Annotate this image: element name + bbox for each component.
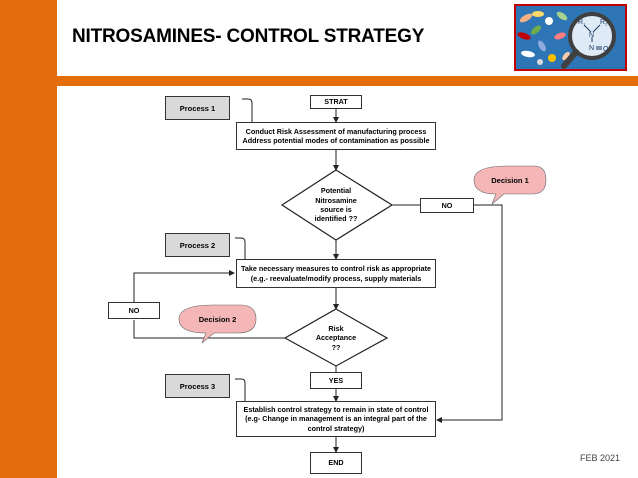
decision1-label: Potential Nitrosamine source is identifi…: [300, 180, 372, 230]
step3-line2: (e.g- Change in management is an integra…: [245, 414, 427, 424]
step1-line1: Conduct Risk Assessment of manufacturing…: [245, 126, 427, 136]
start-node: STRAT: [310, 95, 362, 109]
line-decision2-to-no: [133, 320, 285, 339]
step3-line1: Establish control strategy to remain in …: [243, 404, 429, 414]
decision1-line4: identified ??: [314, 214, 358, 224]
svg-text:N: N: [589, 45, 594, 52]
callout-decision1: Decision 1: [491, 175, 529, 185]
decision2-line3: ??: [331, 342, 341, 352]
step1-risk-assessment: Conduct Risk Assessment of manufacturing…: [236, 122, 436, 150]
step2-line2: (e.g.- reevaluate/modify process, supply…: [250, 273, 422, 283]
decision1-line1: Potential: [320, 186, 352, 196]
step1-line2: Address potential modes of contamination…: [242, 136, 430, 145]
step3-control-strategy: Establish control strategy to remain in …: [236, 401, 436, 437]
yes-label: YES: [310, 372, 362, 389]
step2-control-measures: Take necessary measures to control risk …: [236, 259, 436, 288]
footer-date: FEB 2021: [580, 453, 621, 463]
slide-title: NITROSAMINES- CONTROL STRATEGY: [72, 26, 425, 47]
callout-decision2-shape: [178, 304, 257, 344]
title-underline-bar: [57, 76, 638, 86]
pills-magnifier-icon: R1 R2 N N O: [516, 6, 625, 69]
process3-label: Process 3: [165, 374, 230, 398]
process1-label: Process 1: [165, 96, 230, 120]
callout-decision1-shape: [473, 165, 547, 205]
decision2-line1: Risk: [328, 323, 344, 333]
decision1-diamond: [280, 169, 394, 241]
arrow-no1-to-step3: [436, 204, 503, 423]
svg-text:O: O: [603, 46, 609, 53]
process2-label: Process 2: [165, 233, 230, 257]
left-accent-bar: [0, 0, 57, 478]
arrow-no2-to-step2: [133, 270, 235, 302]
callout-decision2: Decision 2: [198, 314, 237, 324]
svg-text:R2: R2: [600, 19, 608, 27]
no-label-decision1: NO: [420, 198, 474, 213]
nitrosamine-logo: R1 R2 N N O: [514, 4, 627, 71]
no-label-decision2: NO: [108, 302, 160, 319]
step3-line3: control strategy): [307, 423, 365, 433]
svg-text:R1: R1: [578, 19, 586, 27]
end-node: END: [310, 452, 362, 474]
decision1-line2: Nitrosamine: [315, 195, 357, 205]
svg-text:N: N: [589, 32, 594, 39]
decision2-diamond: [283, 308, 389, 367]
decision2-line2: Acceptance: [315, 333, 357, 343]
decision1-line3: source is: [320, 205, 352, 214]
decision2-label: Risk Acceptance ??: [305, 318, 367, 358]
step2-line1: Take necessary measures to control risk …: [240, 264, 432, 274]
